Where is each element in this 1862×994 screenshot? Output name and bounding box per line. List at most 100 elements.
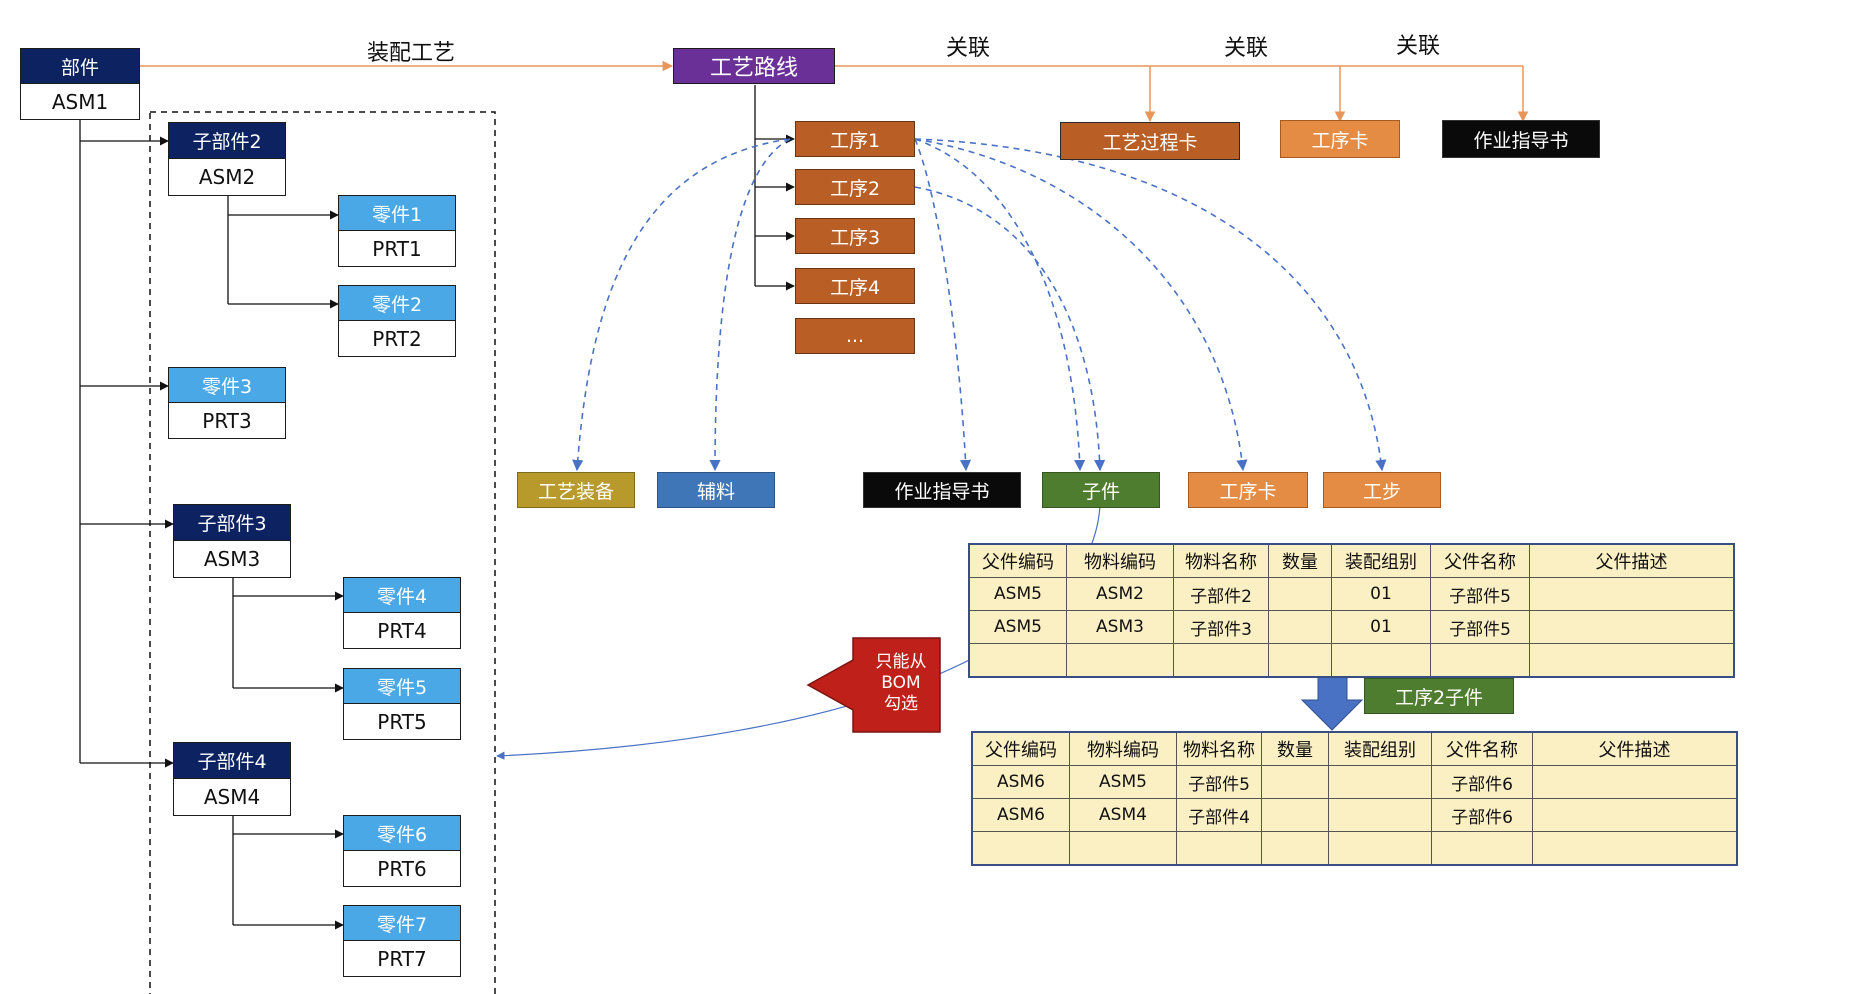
bom-node-code: PRT3 [169, 403, 285, 438]
child-table-2: 父件编码 物料编码 物料名称 数量 装配组别 父件名称 父件描述 ASM6 AS… [971, 731, 1738, 866]
bom-node-title: 零件5 [344, 669, 460, 704]
process-card-box[interactable]: 工艺过程卡 [1060, 122, 1240, 160]
table-cell [1328, 831, 1432, 866]
bom-node-code: PRT5 [344, 704, 460, 739]
table-cell [1430, 643, 1530, 678]
bom-node-prt2[interactable]: 零件2 PRT2 [338, 285, 456, 357]
operation-2-child-label: 工序2子件 [1364, 678, 1514, 714]
table-cell: 01 [1331, 610, 1431, 644]
table-header-cell: 装配组别 [1331, 543, 1431, 578]
work-instruction-card-box[interactable]: 作业指导书 [1442, 120, 1600, 158]
bom-select-callout: 只能从 BOM 勾选 [866, 652, 936, 715]
bom-node-code: PRT2 [339, 321, 455, 356]
resource-work-instruction-box[interactable]: 作业指导书 [863, 472, 1021, 508]
callout-line-1: 只能从 [875, 652, 927, 672]
bom-root-node[interactable]: 部件 ASM1 [20, 48, 140, 120]
table-header-cell: 物料编码 [1069, 731, 1177, 766]
resource-operation-card-box[interactable]: 工序卡 [1188, 472, 1308, 508]
table-cell [1431, 831, 1533, 866]
operation-3-box[interactable]: 工序3 [795, 218, 915, 254]
bom-node-prt6[interactable]: 零件6 PRT6 [343, 815, 461, 887]
edge-label-assoc-3: 关联 [1396, 34, 1441, 59]
bom-node-prt5[interactable]: 零件5 PRT5 [343, 668, 461, 740]
table-cell [1529, 577, 1735, 611]
table-row[interactable]: ASM5 ASM2 子部件2 01 子部件5 [968, 577, 1735, 611]
table-cell: 子部件4 [1176, 798, 1262, 832]
bom-node-asm3[interactable]: 子部件3 ASM3 [173, 504, 291, 578]
bom-node-asm4[interactable]: 子部件4 ASM4 [173, 742, 291, 816]
table-cell [1328, 798, 1432, 832]
callout-line-3: 勾选 [884, 694, 918, 714]
table-cell: ASM2 [1066, 577, 1174, 611]
table-cell: ASM6 [971, 765, 1070, 799]
bom-container-frame [149, 111, 496, 994]
bom-node-title: 零件6 [344, 816, 460, 851]
table-cell [1268, 610, 1332, 644]
bom-select-callout-shape [806, 637, 941, 733]
table-cell [1268, 577, 1332, 611]
resource-child-box[interactable]: 子件 [1042, 472, 1160, 508]
table-cell: 子部件5 [1430, 610, 1530, 644]
table-cell [1173, 643, 1269, 678]
table-cell [1176, 831, 1262, 866]
bom-node-code: ASM4 [174, 779, 290, 815]
table-header-cell: 父件编码 [971, 731, 1070, 766]
table-row[interactable]: ASM6 ASM4 子部件4 子部件6 [971, 798, 1738, 832]
table-cell [1261, 765, 1329, 799]
table-cell [1331, 643, 1431, 678]
bom-node-title: 子部件4 [174, 743, 290, 779]
table-cell: 01 [1331, 577, 1431, 611]
table-row[interactable]: ASM5 ASM3 子部件3 01 子部件5 [968, 610, 1735, 644]
resource-equipment-box[interactable]: 工艺装备 [517, 472, 635, 508]
table-header-cell: 物料编码 [1066, 543, 1174, 578]
bom-node-prt4[interactable]: 零件4 PRT4 [343, 577, 461, 649]
process-route-box[interactable]: 工艺路线 [673, 48, 835, 84]
table-header-row: 父件编码 物料编码 物料名称 数量 装配组别 父件名称 父件描述 [968, 543, 1735, 578]
table-cell [1328, 765, 1432, 799]
table-cell: ASM4 [1069, 798, 1177, 832]
bom-node-title: 零件7 [344, 906, 460, 941]
bom-node-title: 零件1 [339, 196, 455, 231]
operation-1-box[interactable]: 工序1 [795, 121, 915, 157]
table-cell [1532, 798, 1738, 832]
table-header-cell: 数量 [1261, 731, 1329, 766]
table-row[interactable] [971, 831, 1738, 866]
table-row[interactable] [968, 643, 1735, 678]
bom-node-prt7[interactable]: 零件7 PRT7 [343, 905, 461, 977]
table-cell: ASM3 [1066, 610, 1174, 644]
table-cell: 子部件2 [1173, 577, 1269, 611]
table-header-cell: 装配组别 [1328, 731, 1432, 766]
bom-node-prt3[interactable]: 零件3 PRT3 [168, 367, 286, 439]
table-header-cell: 父件描述 [1532, 731, 1738, 766]
bom-node-code: PRT4 [344, 613, 460, 648]
bom-root-code: ASM1 [21, 84, 139, 119]
bom-node-title: 零件3 [169, 368, 285, 403]
table-cell: ASM5 [1069, 765, 1177, 799]
operation-4-box[interactable]: 工序4 [795, 268, 915, 304]
table-cell [971, 831, 1070, 866]
table-cell [1069, 831, 1177, 866]
bom-node-asm2[interactable]: 子部件2 ASM2 [168, 122, 286, 196]
table-cell [1066, 643, 1174, 678]
table-cell [1532, 765, 1738, 799]
operation-card-box[interactable]: 工序卡 [1280, 120, 1400, 158]
table-cell [1532, 831, 1738, 866]
bom-node-title: 子部件3 [174, 505, 290, 541]
resource-auxiliary-box[interactable]: 辅料 [657, 472, 775, 508]
bom-node-code: ASM2 [169, 159, 285, 195]
bom-node-prt1[interactable]: 零件1 PRT1 [338, 195, 456, 267]
operation-more-box[interactable]: ... [795, 318, 915, 354]
table-header-cell: 父件描述 [1529, 543, 1735, 578]
table-header-cell: 父件名称 [1431, 731, 1533, 766]
table-header-cell: 数量 [1268, 543, 1332, 578]
bom-node-title: 零件4 [344, 578, 460, 613]
table-row[interactable]: ASM6 ASM5 子部件5 子部件6 [971, 765, 1738, 799]
table-cell [1261, 798, 1329, 832]
resource-step-box[interactable]: 工步 [1323, 472, 1441, 508]
child-table-1: 父件编码 物料编码 物料名称 数量 装配组别 父件名称 父件描述 ASM5 AS… [968, 543, 1735, 678]
edge-label-assoc-2: 关联 [1224, 36, 1269, 61]
operation-2-box[interactable]: 工序2 [795, 169, 915, 205]
table-cell [1529, 610, 1735, 644]
bom-node-code: PRT6 [344, 851, 460, 886]
